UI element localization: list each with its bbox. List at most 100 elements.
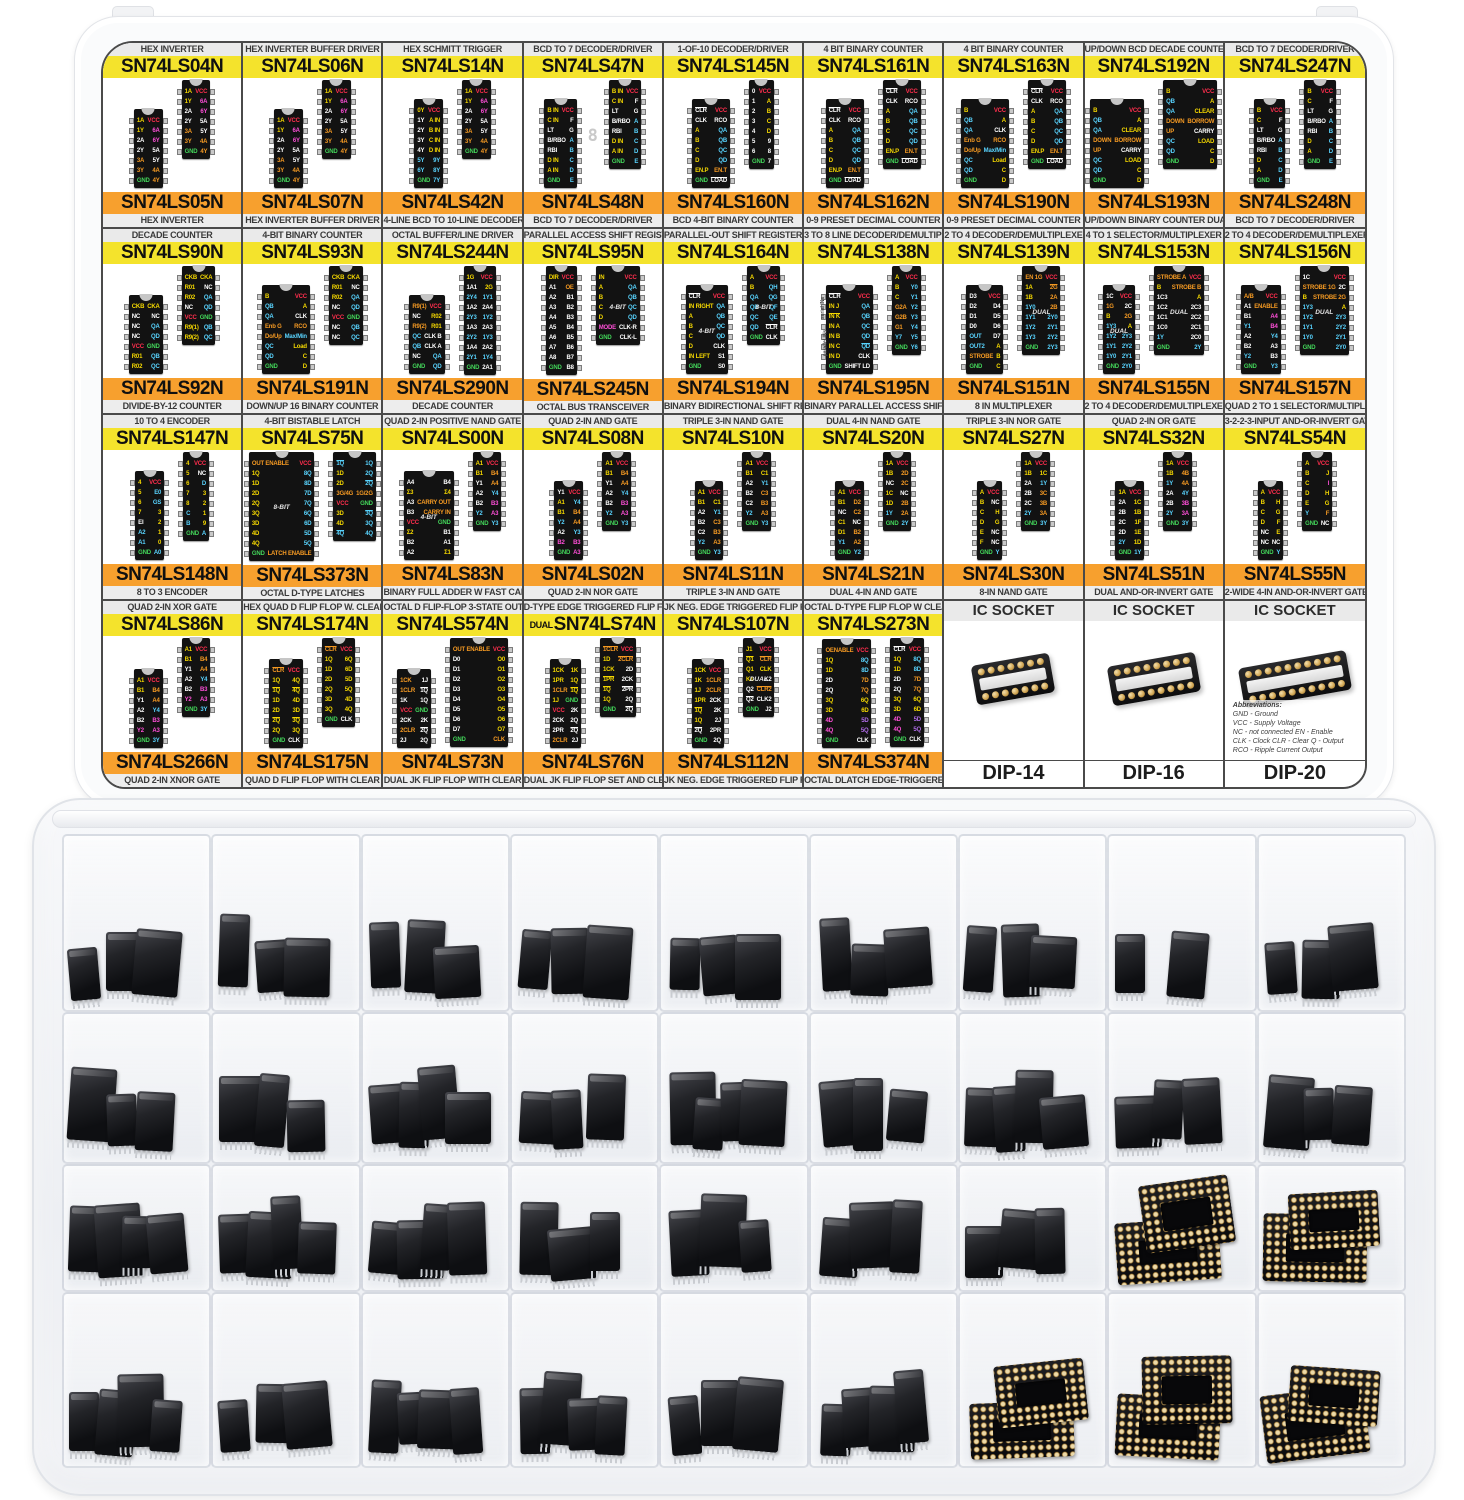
chip-description-bottom: BINARY FULL ADDER W FAST CARRY <box>383 586 522 599</box>
pin-label: A <box>688 314 693 320</box>
pin-label: B3 <box>566 315 574 321</box>
part-number-bottom: SN74LS195N <box>804 378 943 400</box>
pin-label: VCC <box>896 461 909 467</box>
part-number-top: SN74LS47N <box>523 56 662 78</box>
pin-label: DIR <box>548 275 559 281</box>
pin-label: Σ4 <box>444 490 451 496</box>
pin-label: 6Q <box>913 697 921 703</box>
pin-label: 1B <box>1025 295 1033 301</box>
pin-label: GND <box>465 149 478 155</box>
socket-pin-hole <box>1152 662 1161 671</box>
pin-label: E <box>1305 501 1309 507</box>
pin-label: A <box>766 99 771 105</box>
pin-label: G <box>1328 109 1333 115</box>
socket-pin-hole <box>1307 685 1316 694</box>
pin-label: QA <box>628 285 637 291</box>
pin-label: RCO <box>993 138 1006 144</box>
socket-pin-hole <box>1293 662 1302 671</box>
chip-description-top: D-TYPE EDGE TRIGGERED FLIP FLOP <box>523 601 662 614</box>
pin-label: 2Y2 <box>466 335 477 341</box>
chip-description-bottom: UP/DOWN BINARY COUNTER DUAL CLOCK <box>1084 214 1223 227</box>
chip-description-top: 4 BIT BINARY COUNTER <box>804 43 943 56</box>
compartment <box>957 1164 1108 1292</box>
pin-label: O4 <box>497 697 505 703</box>
part-number-bottom: SN74LS112N <box>663 752 803 774</box>
pin-label: CLK <box>994 128 1006 134</box>
ic-chip <box>218 913 251 988</box>
pin-label: 2Y3 <box>466 315 477 321</box>
pin-label: CLK <box>856 738 869 744</box>
pin-label: A <box>996 344 1001 350</box>
ic-chip <box>447 1201 488 1276</box>
pin-label: O5 <box>497 707 505 713</box>
pin-label: E <box>1276 530 1281 536</box>
pin-label: C <box>695 148 700 154</box>
pin-label: 2Y <box>324 119 332 125</box>
pin-label: B <box>634 129 639 135</box>
pin-label: GND <box>697 550 711 556</box>
pin-label: GND <box>1156 345 1170 351</box>
pin-label: 1 <box>752 99 756 105</box>
pin-label: QC <box>1054 129 1063 135</box>
part-number-bottom: SN74LS290N <box>383 378 522 400</box>
pin-label: A <box>302 304 307 310</box>
pin-label: R9(1) <box>184 325 199 331</box>
pin-label: QC <box>203 335 213 341</box>
pin-label: 6Y <box>340 109 348 115</box>
dip-label: DIP-16 <box>1084 760 1223 787</box>
pin-label: VCC <box>492 647 505 653</box>
socket-pin-hole <box>1146 688 1155 697</box>
socket-pin-hole <box>1273 665 1282 674</box>
pin-label: NC <box>852 520 861 526</box>
pin-label: Y2 <box>745 511 753 517</box>
pin-label: A IN <box>429 118 441 124</box>
pin-label: GND <box>598 335 612 341</box>
pin-label: 1PR <box>552 678 564 684</box>
pin-label: A <box>1210 99 1215 105</box>
pin-label: D <box>1137 178 1142 184</box>
pin-label: D <box>302 364 307 370</box>
pin-label: Max/Min <box>983 148 1006 154</box>
pin-label: NC <box>197 471 207 477</box>
compartment <box>659 834 809 1012</box>
pin-label: QC <box>749 315 759 321</box>
pin-label: VCC <box>184 315 197 321</box>
part-number-top: SN74LS20N <box>804 428 943 450</box>
pin-label: CLK <box>858 354 870 360</box>
